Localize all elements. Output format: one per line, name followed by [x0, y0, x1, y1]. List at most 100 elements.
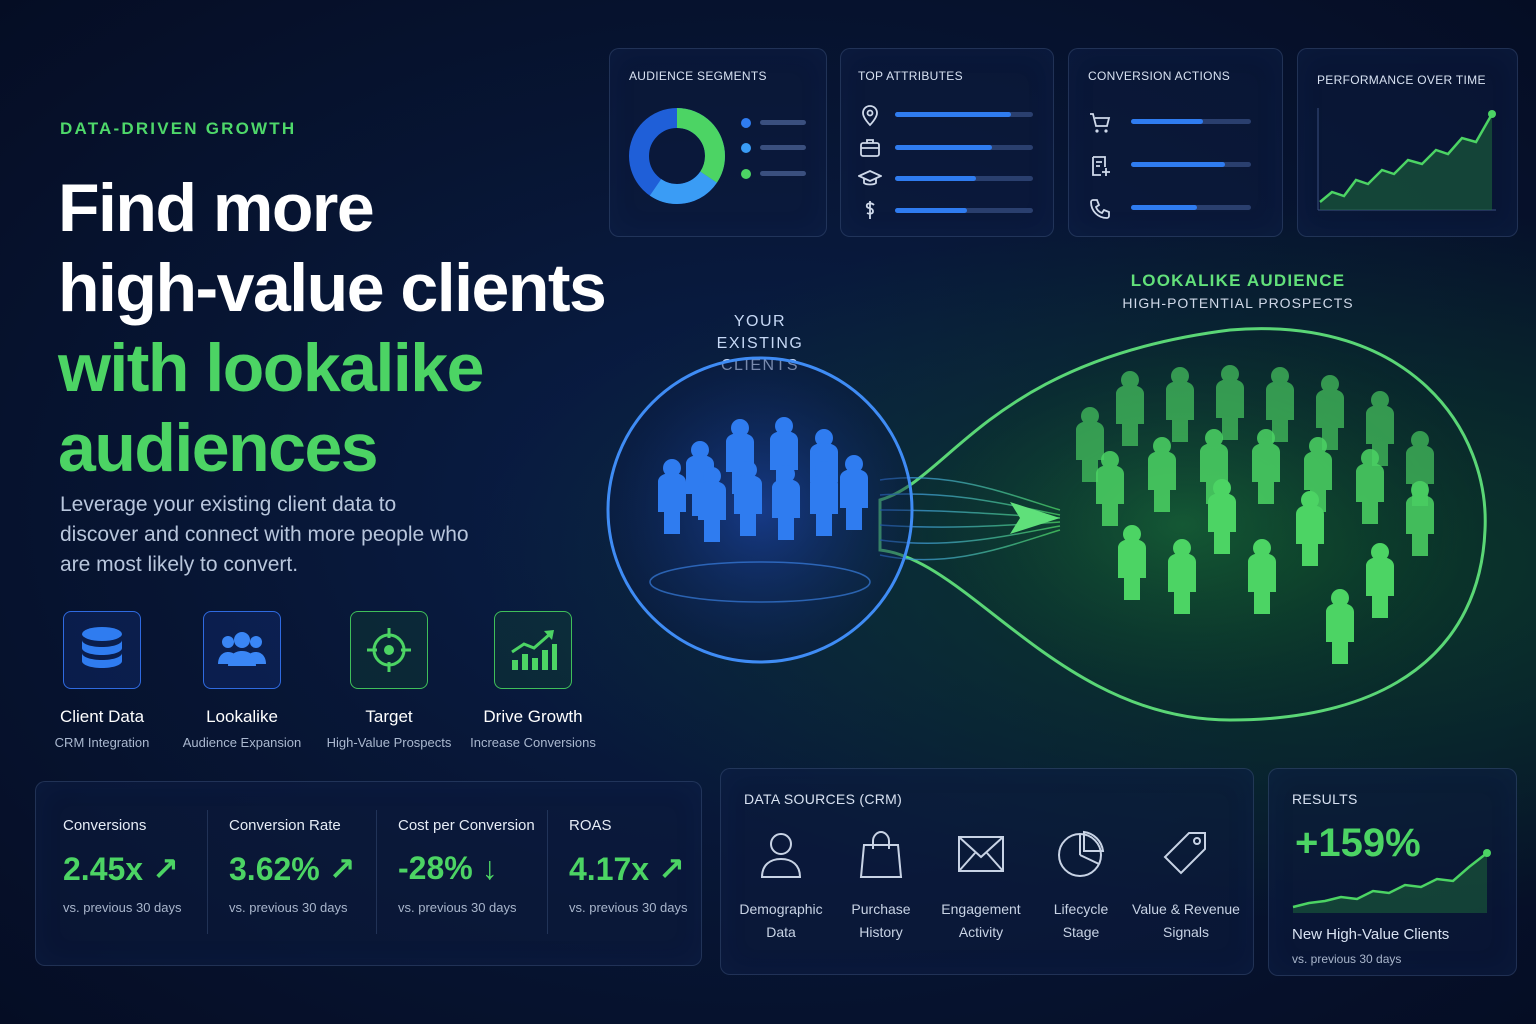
graduation-cap-icon — [858, 170, 882, 186]
data-source-label: Demographic Data — [731, 898, 831, 944]
panel-title: TOP ATTRIBUTES — [858, 69, 963, 83]
data-source-label: Lifecycle Stage — [1031, 898, 1131, 944]
audience-segments-panel: AUDIENCE SEGMENTS — [609, 48, 827, 237]
cart-icon — [1090, 113, 1111, 133]
location-pin-icon — [862, 105, 878, 127]
data-source-label-line-2: Signals — [1163, 924, 1209, 940]
results-panel: RESULTS +159% New High-Value Clients vs.… — [1268, 768, 1517, 976]
kpi-label: Conversion Rate — [229, 817, 341, 834]
results-subtext: vs. previous 30 days — [1292, 952, 1402, 966]
kpi-subtext: vs. previous 30 days — [63, 900, 182, 915]
results-label: New High-Value Clients — [1292, 926, 1450, 943]
person-icon — [760, 833, 802, 878]
target-icon — [367, 628, 411, 672]
attribute-bar-fill — [895, 145, 992, 150]
data-sources-panel: DATA SOURCES (CRM) Demographic Data Purc… — [720, 768, 1254, 975]
performance-line-chart — [1317, 108, 1496, 211]
feature-drive-growth[interactable]: Drive Growth Increase Conversions — [453, 611, 613, 750]
legend-line — [760, 171, 806, 176]
kpi-label: Cost per Conversion — [398, 817, 535, 834]
headline-line-3: with lookalike — [58, 330, 484, 406]
data-source-engagement[interactable]: Engagement Activity — [931, 829, 1031, 944]
audience-donut-chart — [629, 108, 725, 204]
briefcase-icon — [860, 139, 880, 157]
eyebrow-label: DATA-DRIVEN GROWTH — [60, 119, 297, 138]
growth-chart-icon — [511, 630, 557, 670]
attribute-bar-fill — [895, 112, 1011, 117]
feature-icon-box — [203, 611, 281, 689]
feature-subtitle: CRM Integration — [54, 735, 150, 750]
top-attributes-panel: TOP ATTRIBUTES — [840, 48, 1054, 237]
feature-target[interactable]: Target High-Value Prospects — [309, 611, 469, 750]
lead-paragraph: Leverage your existing client data to di… — [60, 493, 469, 576]
feature-title: Lookalike — [206, 707, 278, 726]
kpi-subtext: vs. previous 30 days — [229, 900, 348, 915]
feature-icon-box — [350, 611, 428, 689]
panel-title: CONVERSION ACTIONS — [1088, 69, 1231, 83]
conversion-bar-fill — [1131, 205, 1197, 210]
conversion-bar-fill — [1131, 119, 1203, 124]
conversion-bar-fill — [1131, 162, 1225, 167]
data-source-label-line-1: Engagement — [941, 901, 1021, 917]
data-source-demographic[interactable]: Demographic Data — [731, 829, 831, 944]
attribute-bar-fill — [895, 176, 977, 181]
data-source-value-revenue[interactable]: Value & Revenue Signals — [1126, 829, 1246, 944]
panel-title: RESULTS — [1292, 791, 1358, 807]
kpi-divider — [207, 810, 208, 934]
data-source-label-line-2: Activity — [958, 924, 1004, 940]
feature-lookalike[interactable]: Lookalike Audience Expansion — [162, 611, 322, 750]
legend-dot — [741, 118, 751, 128]
data-source-label-line-1: Value & Revenue — [1132, 901, 1240, 917]
dollar-icon — [865, 201, 875, 219]
performance-panel: PERFORMANCE OVER TIME — [1297, 48, 1518, 237]
data-source-label-line-2: History — [859, 924, 903, 940]
data-source-label-line-1: Demographic — [739, 901, 823, 917]
data-source-label-line-2: Data — [766, 924, 796, 940]
data-source-lifecycle[interactable]: Lifecycle Stage — [1031, 829, 1131, 944]
attribute-bar — [895, 145, 1033, 150]
tag-icon — [1163, 832, 1206, 875]
conversion-actions-panel: CONVERSION ACTIONS — [1068, 48, 1283, 237]
panel-title: AUDIENCE SEGMENTS — [629, 69, 767, 83]
kpi-panel: Conversions 2.45x ↗ vs. previous 30 days… — [35, 781, 702, 966]
lookalike-illustration — [606, 327, 1487, 722]
data-source-label: Purchase History — [831, 898, 931, 944]
attribute-bar — [895, 208, 1033, 213]
kpi-value: 3.62% ↗ — [229, 851, 356, 887]
feature-subtitle: Audience Expansion — [182, 735, 302, 750]
results-value: +159% — [1295, 821, 1421, 865]
feature-title: Target — [365, 707, 413, 726]
headline: Find more high-value clients with lookal… — [58, 168, 607, 488]
feature-client-data[interactable]: Client Data CRM Integration — [22, 611, 182, 750]
kpi-label: ROAS — [569, 817, 612, 834]
phone-icon — [1090, 199, 1110, 219]
kpi-subtext: vs. previous 30 days — [398, 900, 517, 915]
data-source-label: Value & Revenue Signals — [1126, 898, 1246, 944]
feature-subtitle: High-Value Prospects — [326, 735, 452, 750]
form-icon — [1092, 156, 1110, 176]
kpi-value: -28% ↓ — [398, 850, 498, 886]
panel-title: DATA SOURCES (CRM) — [744, 791, 903, 807]
data-source-label-line-1: Purchase — [851, 901, 911, 917]
results-sparkline — [1292, 849, 1491, 913]
feature-subtitle: Increase Conversions — [470, 735, 596, 750]
feature-title: Client Data — [59, 707, 145, 726]
lookalike-audience-subtitle: HIGH-POTENTIAL PROSPECTS — [1122, 295, 1354, 311]
data-source-label-line-1: Lifecycle — [1053, 901, 1109, 917]
lookalike-audience-title: LOOKALIKE AUDIENCE — [1130, 271, 1346, 290]
legend-line — [760, 145, 806, 150]
legend-line — [760, 120, 806, 125]
kpi-subtext: vs. previous 30 days — [569, 900, 688, 915]
database-icon — [82, 627, 122, 668]
data-source-purchase[interactable]: Purchase History — [831, 829, 931, 944]
conversion-bar — [1131, 119, 1251, 124]
existing-clients-label-line-1: YOUR EXISTING — [716, 313, 804, 352]
legend-dot — [741, 169, 751, 179]
conversion-bar — [1131, 205, 1251, 210]
data-source-label-line-2: Stage — [1062, 924, 1100, 940]
kpi-divider — [376, 810, 377, 934]
feature-title: Drive Growth — [483, 707, 583, 726]
kpi-divider — [547, 810, 548, 934]
envelope-icon — [958, 836, 1004, 872]
headline-line-4: audiences — [58, 410, 379, 486]
